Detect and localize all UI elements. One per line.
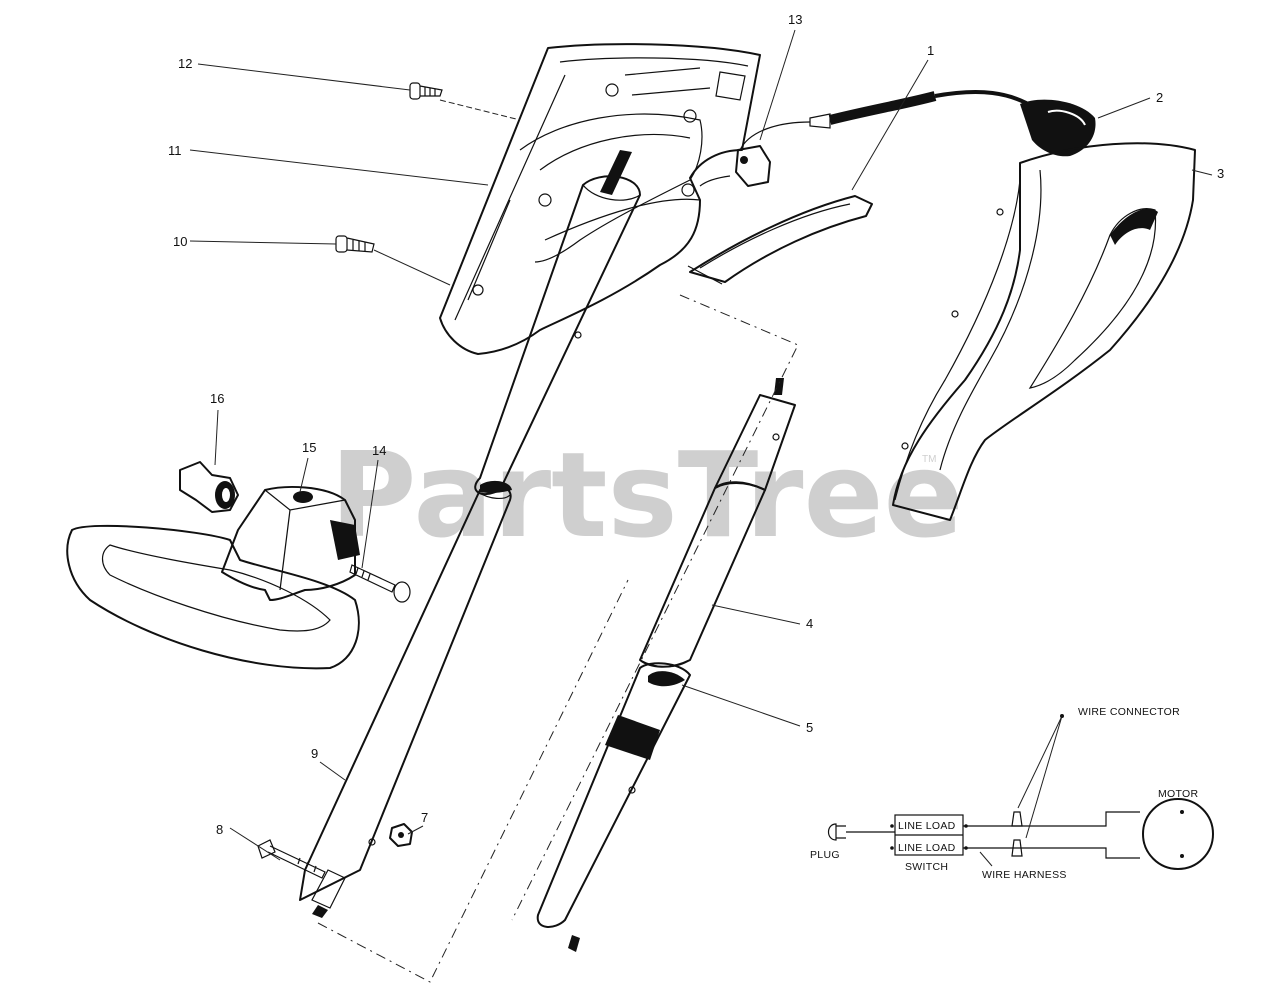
callout-numbers: 12 11 10 13 1 2 3 16 15 14 4 5 9 7 8 (168, 12, 1224, 837)
watermark: PartsTree (330, 426, 964, 564)
callout-15: 12 (178, 56, 192, 71)
upper-tube-9 (474, 150, 641, 496)
assembly-centerlines (317, 294, 799, 983)
callout-11: 15 (302, 440, 316, 455)
watermark-trademark: TM (922, 454, 936, 465)
callout-5: 5 (806, 720, 813, 735)
leader-lines (189, 29, 1213, 861)
knob-12 (179, 461, 239, 513)
callout-2: 2 (1156, 90, 1163, 105)
callout-10: 14 (372, 443, 386, 458)
aux-handle-11 (66, 486, 360, 670)
callout-1: 1 (927, 43, 934, 58)
switch-label: SWITCH (905, 861, 948, 873)
lower-tube-9 (299, 480, 512, 918)
callout-9: 9 (311, 746, 318, 761)
bolt-10 (349, 564, 411, 603)
wire-harness-label: WIRE HARNESS (982, 869, 1067, 881)
switch-trigger-1 (687, 195, 873, 285)
wiring-schematic: PLUG LINE LOAD LINE LOAD SWITCH WIRE CON… (810, 706, 1214, 881)
switch-16 (699, 121, 811, 187)
bottom-tube-5 (536, 662, 691, 952)
callout-14: 11 (168, 143, 182, 158)
callout-16: 13 (788, 12, 802, 27)
power-cord-2 (809, 90, 1096, 157)
screw-15 (409, 82, 443, 100)
plug-label: PLUG (810, 849, 840, 861)
callout-8: 8 (216, 822, 223, 837)
screw-13 (335, 235, 375, 253)
bolt-8 (257, 839, 326, 879)
callout-12: 16 (210, 391, 224, 406)
wire-connector-label: WIRE CONNECTOR (1078, 706, 1180, 718)
handle-half-right (892, 142, 1196, 521)
nut-7 (389, 823, 413, 847)
switch-line-load-bottom: LINE LOAD (898, 842, 956, 854)
handle-half-left (439, 43, 761, 355)
callout-3: 3 (1217, 166, 1224, 181)
switch-line-load-top: LINE LOAD (898, 820, 956, 832)
callout-13: 10 (173, 234, 187, 249)
callout-4: 4 (806, 616, 813, 631)
motor-label: MOTOR (1158, 788, 1199, 800)
callout-7: 7 (421, 810, 428, 825)
